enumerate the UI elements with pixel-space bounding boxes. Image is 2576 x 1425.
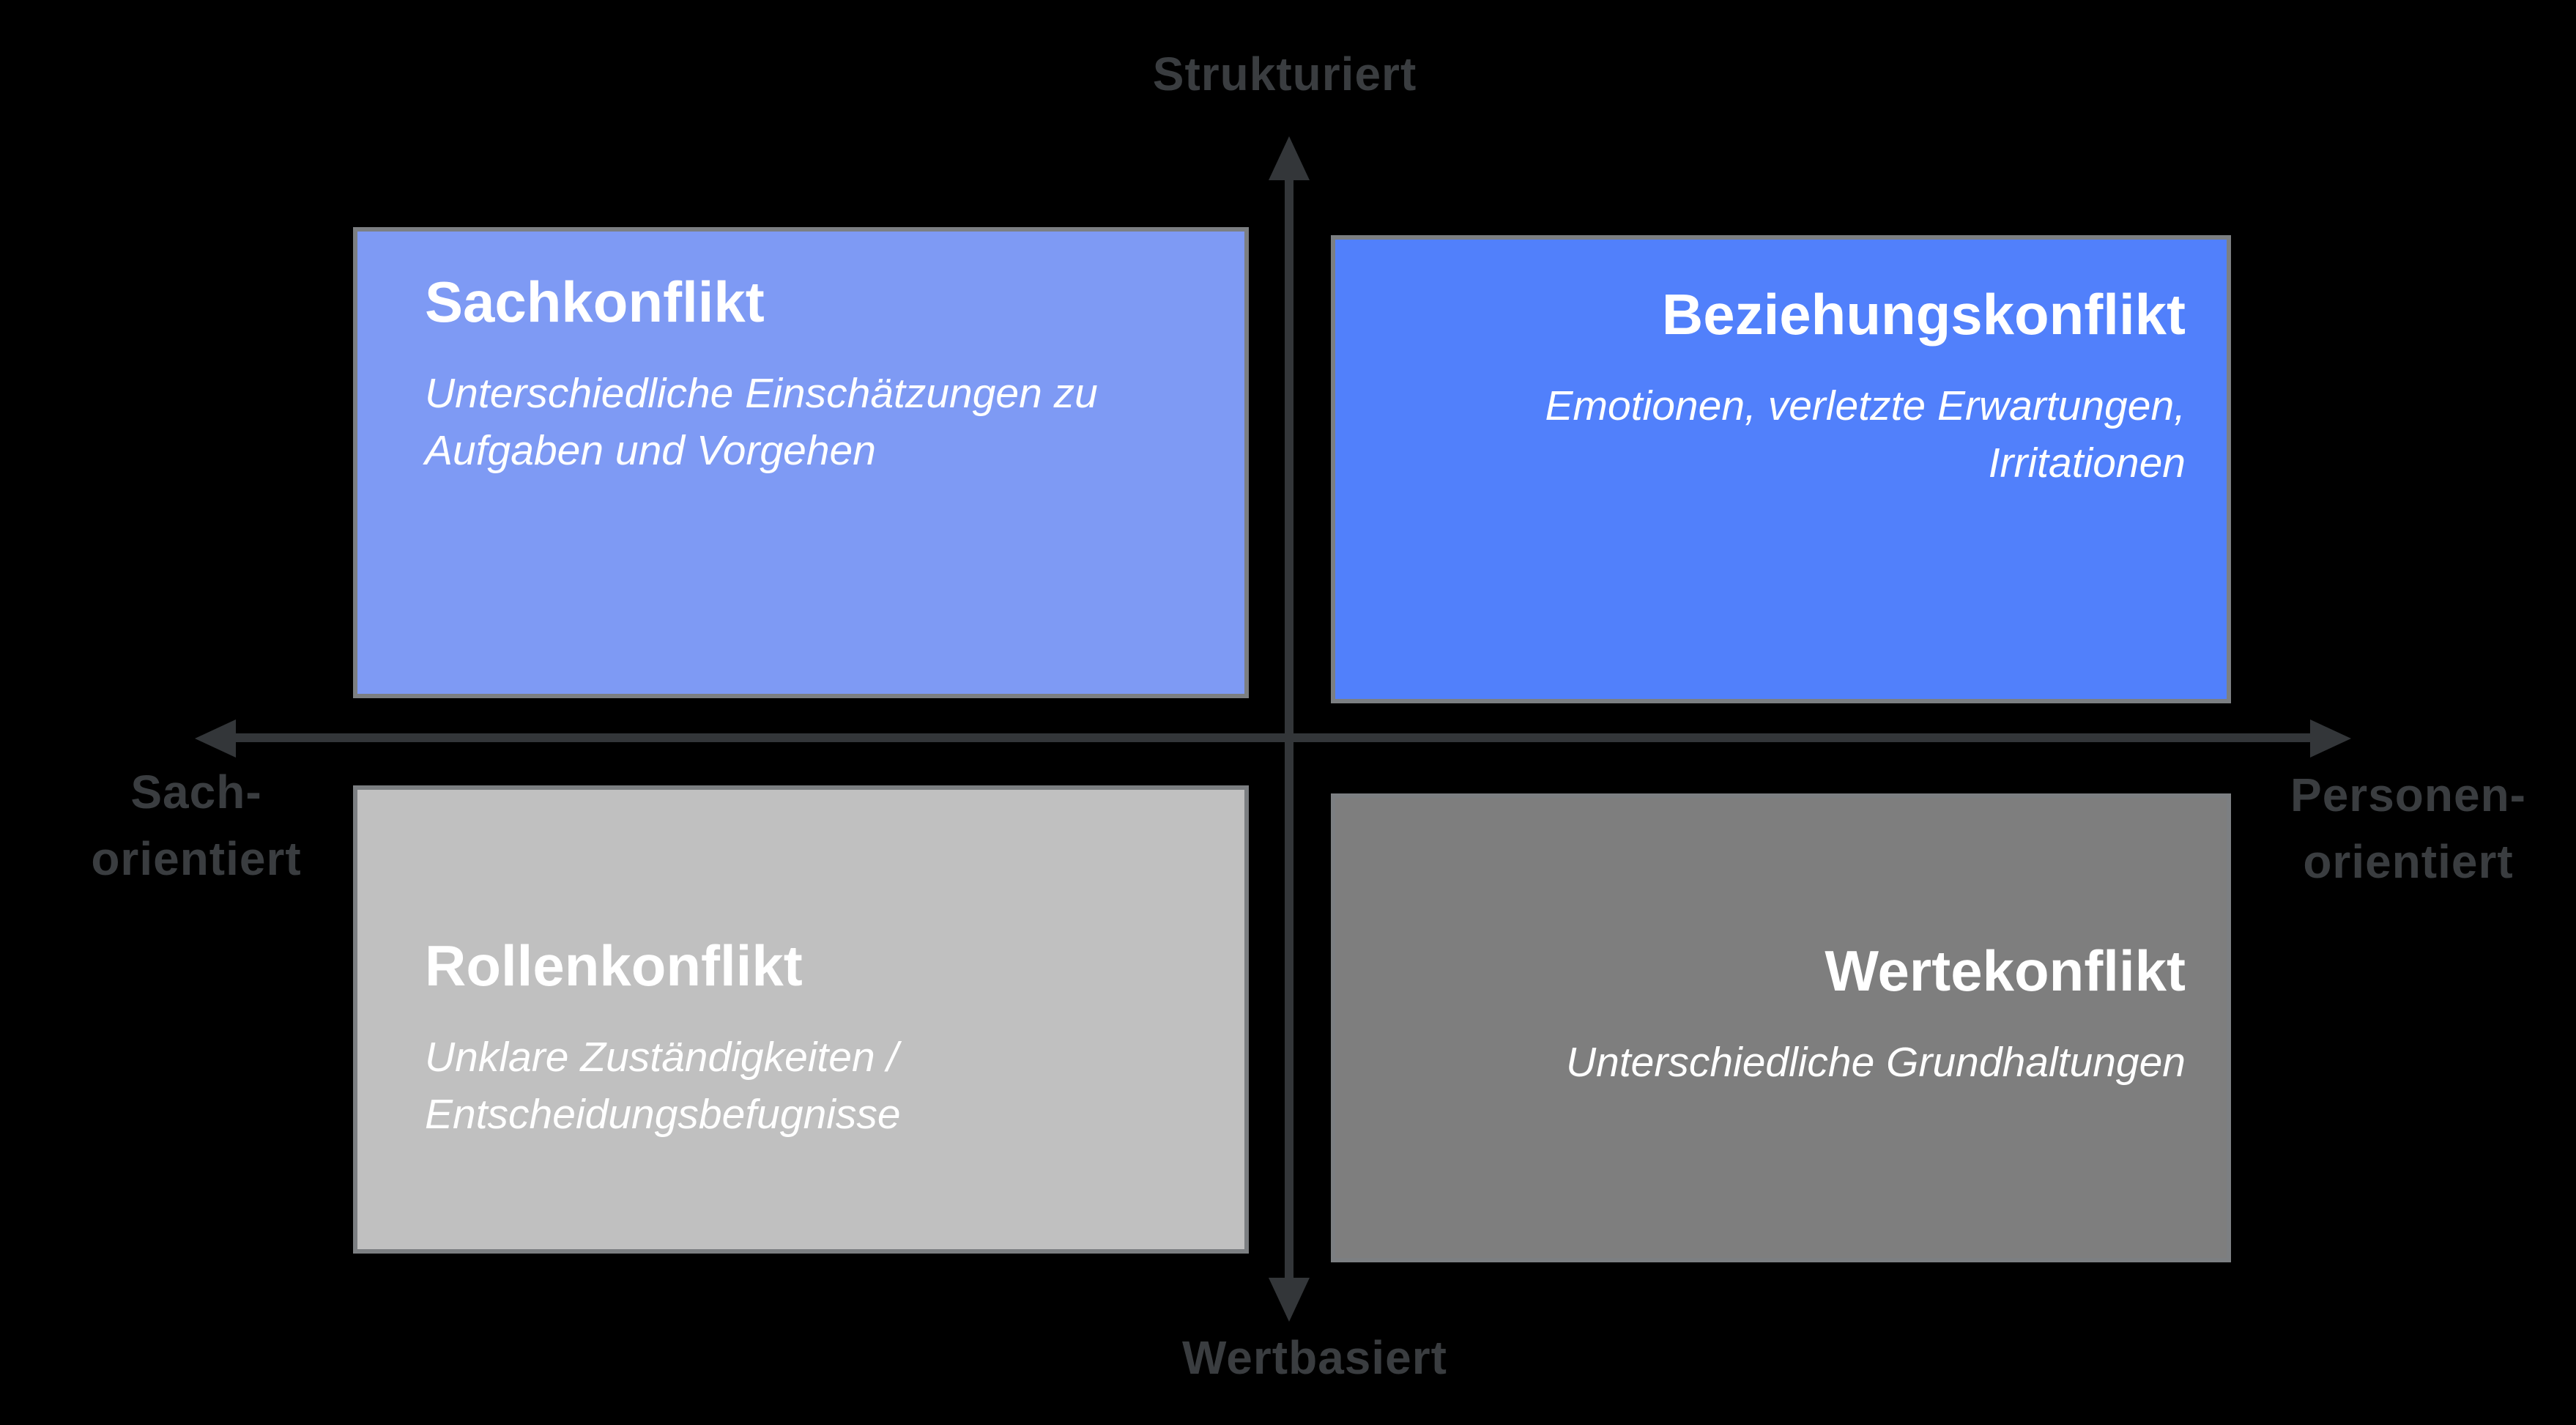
axis-label-sachorientiert: Sach- orientiert (91, 766, 302, 885)
quadrant-title-rollenkonflikt: Rollenkonflikt (425, 933, 803, 998)
quadrant-title-sachkonflikt: Sachkonflikt (425, 270, 765, 334)
quadrant-beziehungskonflikt: Beziehungskonflikt Emotionen, verletzte … (1331, 235, 2231, 703)
quadrant-sachkonflikt: Sachkonflikt Unterschiedliche Einschätzu… (353, 227, 1249, 698)
quadrant-rollenkonflikt: Rollenkonflikt Unklare Zuständigkeiten /… (353, 785, 1249, 1254)
quadrant-description-wertekonflikt: Unterschiedliche Grundhaltungen (1565, 1038, 2186, 1086)
quadrant-description-rollenkonflikt: Unklare Zuständigkeiten / Entscheidungsb… (425, 1033, 901, 1139)
arrow-right-icon (2310, 719, 2351, 758)
arrow-left-icon (195, 719, 236, 758)
quadrant-wertekonflikt: Wertekonflikt Unterschiedliche Grundhalt… (1331, 793, 2231, 1262)
axis-label-strukturiert: Strukturiert (1152, 48, 1417, 100)
quadrant-description-beziehungskonflikt: Emotionen, verletzte Erwartungen, Irrita… (1545, 382, 2186, 487)
arrow-up-icon (1269, 136, 1310, 180)
axis-label-personenorientiert: Personen- orientiert (2290, 769, 2526, 888)
quadrant-title-wertekonflikt: Wertekonflikt (1825, 939, 2186, 1003)
quadrant-description-sachkonflikt: Unterschiedliche Einschätzungen zu Aufga… (425, 369, 1098, 475)
quadrant-title-beziehungskonflikt: Beziehungskonflikt (1661, 282, 2186, 347)
axis-label-wertbasiert: Wertbasiert (1182, 1331, 1447, 1384)
arrow-down-icon (1269, 1278, 1310, 1322)
